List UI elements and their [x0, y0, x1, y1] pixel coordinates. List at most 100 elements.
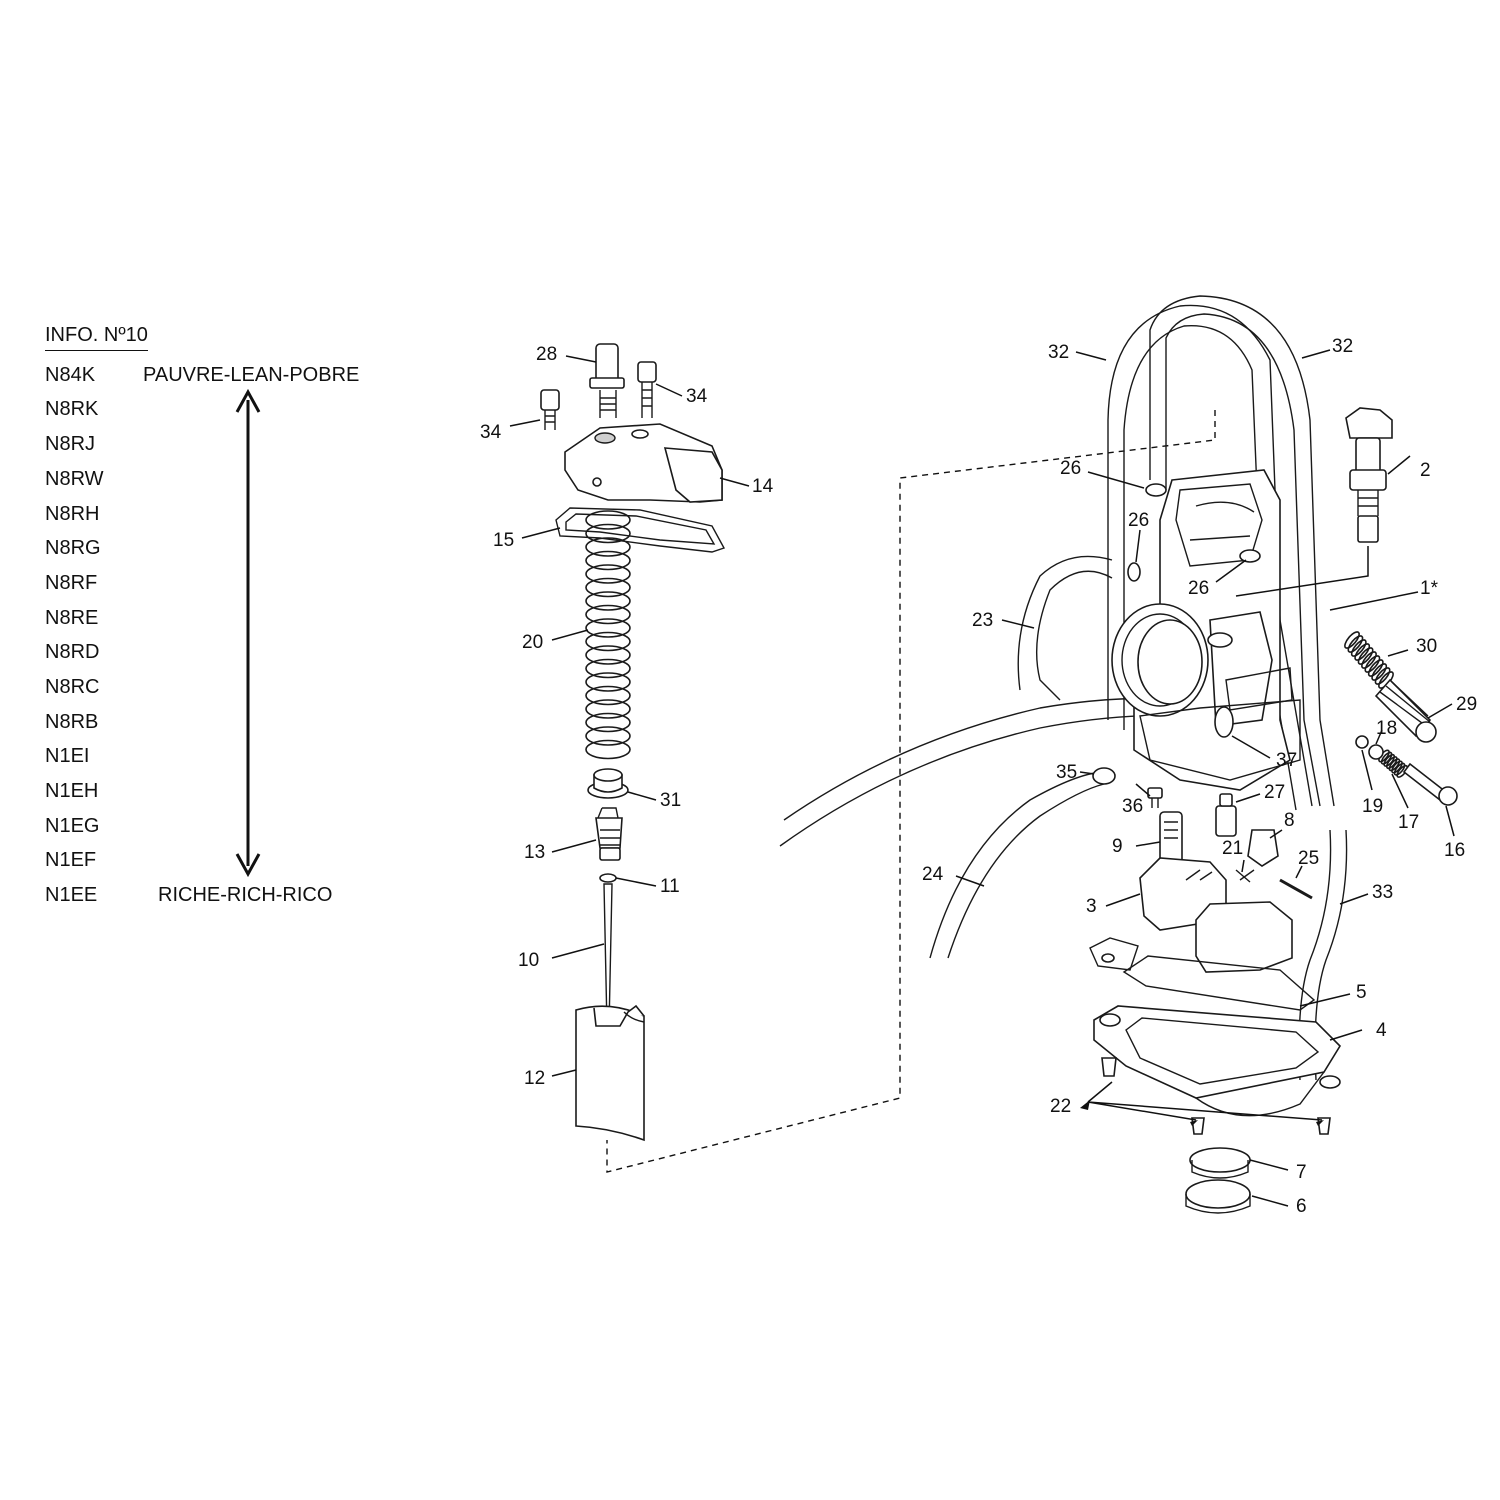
callout-29: 29: [1456, 694, 1477, 715]
callout-12: 12: [524, 1068, 545, 1089]
callout-1: 1*: [1420, 578, 1439, 599]
spring-coil: [585, 726, 631, 746]
callout-22: 22: [1050, 1096, 1071, 1117]
part-1-carburetor-body: [1111, 469, 1301, 791]
spring-coil: [1357, 647, 1374, 665]
part-13-clip-holder: [595, 807, 623, 861]
spring-coil: [1344, 631, 1360, 649]
callout-4: 4: [1376, 1020, 1387, 1041]
needle-code: N1EE: [45, 884, 98, 906]
spring-coil: [1364, 655, 1381, 673]
info-title: INFO. Nº10: [45, 324, 148, 351]
spring-coil: [585, 739, 631, 760]
needle-code: N8RD: [45, 641, 100, 663]
spring-coil: [1350, 639, 1367, 657]
spring-coil: [1385, 756, 1398, 770]
callout-14: 14: [752, 476, 774, 497]
callout-34: 34: [686, 386, 708, 407]
callout-34: 34: [480, 422, 502, 443]
part-12-slide: [575, 1004, 645, 1142]
callout-26: 26: [1188, 578, 1209, 599]
spring-coil: [585, 591, 631, 611]
callout-17: 17: [1398, 812, 1419, 833]
part-14-cover: [564, 423, 723, 503]
callout-26: 26: [1060, 458, 1081, 479]
callout-13: 13: [524, 842, 545, 863]
part-35-clip: [1092, 767, 1116, 785]
spring-coil: [585, 645, 631, 665]
needle-code: N8RJ: [45, 433, 96, 455]
part-2-choke-plunger: [1345, 407, 1393, 543]
spring-coil: [585, 631, 631, 652]
callout-2: 2: [1420, 460, 1431, 481]
leader-2: [1235, 546, 1369, 597]
part-8-needle-valve: [1247, 829, 1279, 867]
spring-coil: [585, 537, 631, 557]
part-27-jet: [1215, 793, 1237, 837]
callout-labels: 28 34 34 14 15 20 31 13 11 10 12 32 32 2…: [480, 336, 1477, 1217]
assembly-dashed-line: [606, 410, 1216, 1173]
callout-27: 27: [1264, 782, 1285, 803]
callout-20: 20: [522, 632, 543, 653]
needle-code: N84K: [45, 364, 96, 386]
part-29-screw: [1374, 678, 1437, 743]
part-28-fitting: [589, 343, 625, 418]
spring-coil: [585, 618, 631, 638]
part-5-gasket: [1089, 937, 1316, 1011]
callout-24: 24: [922, 864, 944, 885]
rich-label: RICHE-RICH-RICO: [158, 884, 333, 906]
part-34-screw-right: [637, 361, 657, 418]
callout-10: 10: [518, 950, 539, 971]
part-36-screw: [1147, 787, 1163, 808]
spring-coil: [585, 523, 631, 544]
part-23-hose: [1017, 555, 1113, 701]
lean-label: PAUVRE-LEAN-POBRE: [143, 364, 360, 386]
callout-21: 21: [1222, 838, 1243, 859]
spring-coil: [585, 604, 631, 625]
callout-30: 30: [1416, 636, 1437, 657]
spring-coil: [1354, 643, 1371, 661]
spring-coil: [1374, 667, 1391, 685]
callout-31: 31: [660, 790, 681, 811]
spring-coil: [585, 712, 631, 733]
needle-code: N8RG: [45, 537, 101, 559]
needle-code: N8RE: [45, 607, 99, 629]
spring-coil: [1347, 635, 1364, 653]
callout-15: 15: [493, 530, 514, 551]
spring-coil: [1393, 762, 1406, 776]
callout-37: 37: [1276, 750, 1297, 771]
callout-35: 35: [1056, 762, 1077, 783]
part-34-screw-left: [540, 389, 560, 430]
part-37-oring: [1214, 706, 1234, 738]
callout-7: 7: [1296, 1162, 1307, 1183]
spring-coil: [1371, 663, 1388, 681]
needle-code: N8RC: [45, 676, 100, 698]
spring-coil: [585, 672, 631, 692]
part-16-screw: [1402, 762, 1458, 806]
spring-coil: [585, 564, 631, 584]
leader-lines: [509, 349, 1455, 1207]
callout-6: 6: [1296, 1196, 1307, 1217]
spring-coil: [1388, 758, 1401, 772]
part-11-clip: [599, 873, 617, 883]
spring-coil: [585, 550, 631, 571]
callout-26: 26: [1128, 510, 1149, 531]
part-26-orings: [1127, 483, 1261, 582]
callout-9: 9: [1112, 836, 1123, 857]
callout-11: 11: [660, 876, 680, 897]
callout-32: 32: [1332, 336, 1353, 357]
part-21-clip: [1235, 869, 1255, 883]
callout-5: 5: [1356, 982, 1367, 1003]
spring-coil: [585, 685, 631, 706]
needle-code: N8RH: [45, 503, 100, 525]
spring-coil: [585, 699, 631, 719]
needle-code: N8RF: [45, 572, 98, 594]
spring-coil: [585, 658, 631, 679]
spring-coil: [1383, 753, 1396, 767]
callout-32: 32: [1048, 342, 1069, 363]
needle-code: N8RB: [45, 711, 99, 733]
spring-coil: [1380, 751, 1393, 765]
callout-28: 28: [536, 344, 557, 365]
callout-33: 33: [1372, 882, 1393, 903]
